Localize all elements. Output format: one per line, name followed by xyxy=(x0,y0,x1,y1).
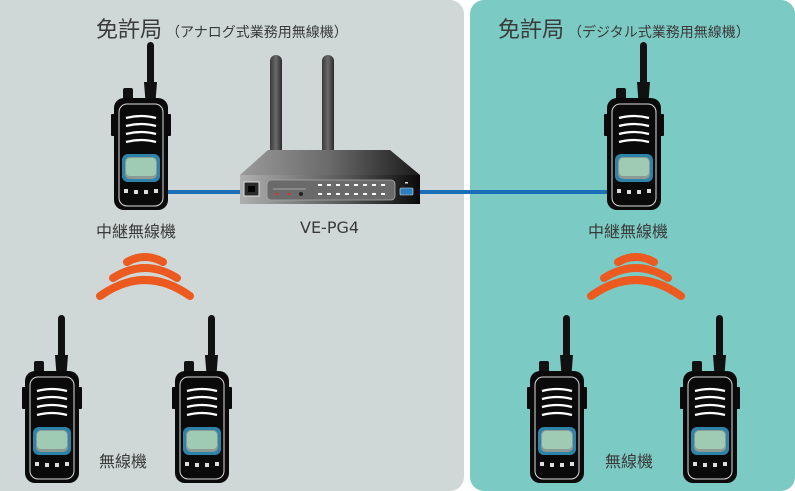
right-title-main: 免許局 xyxy=(498,18,565,43)
right-signal-waves-icon xyxy=(586,250,686,310)
right-handhelds-label: 無線機 xyxy=(605,452,654,471)
right-panel-title: 免許局（デジタル式業務用無線機） xyxy=(498,12,750,44)
router-icon xyxy=(230,50,430,210)
left-handhelds-label: 無線機 xyxy=(99,452,148,471)
left-title-main: 免許局 xyxy=(96,18,163,43)
left-handheld-radio-2-icon xyxy=(172,315,232,485)
right-handheld-radio-1-icon xyxy=(527,315,587,485)
left-panel-title: 免許局（アナログ式業務用無線機） xyxy=(96,12,348,44)
left-handheld-radio-1-icon xyxy=(22,315,82,485)
gateway-label: VE-PG4 xyxy=(300,218,360,237)
panel-digital-license-station: 免許局（デジタル式業務用無線機） xyxy=(470,0,795,491)
right-repeater-label: 中継無線機 xyxy=(588,222,669,241)
left-title-sub: （アナログ式業務用無線機） xyxy=(166,25,348,41)
right-title-sub: （デジタル式業務用無線機） xyxy=(568,25,750,41)
left-signal-waves-icon xyxy=(95,250,195,310)
right-repeater-radio-icon xyxy=(604,42,664,212)
left-repeater-label: 中継無線機 xyxy=(96,222,177,241)
left-repeater-radio-icon xyxy=(111,42,171,212)
right-handheld-radio-2-icon xyxy=(680,315,740,485)
